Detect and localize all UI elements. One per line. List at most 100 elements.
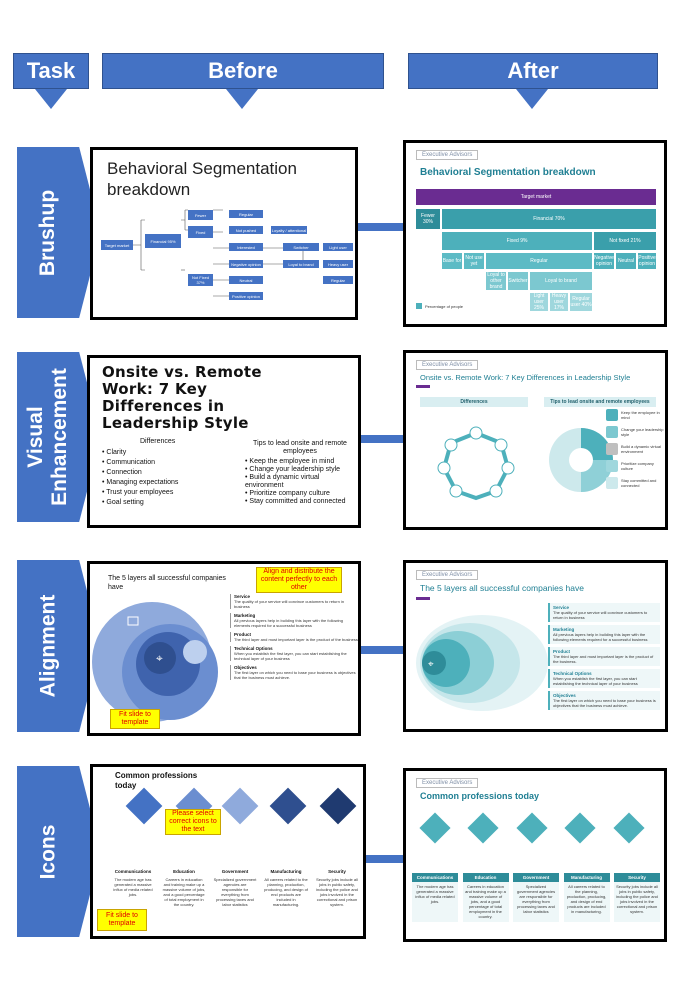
segment: Fewer 30% xyxy=(416,209,440,229)
segment: Financial 70% xyxy=(442,209,656,229)
diamond-icon-government xyxy=(221,787,259,825)
tree-node: Light user xyxy=(323,243,353,251)
tree-node: Positive opinion xyxy=(229,292,263,300)
brushup-before-tree xyxy=(133,209,333,297)
list-item: • Managing expectations xyxy=(102,479,179,486)
brand-tag: Executive Advisors xyxy=(416,778,479,788)
person-icon xyxy=(606,409,618,421)
tree-node: Regular xyxy=(229,210,263,218)
tree-node: Heavy user xyxy=(323,260,353,268)
building-icon xyxy=(606,460,618,472)
segment: Fixed 9% xyxy=(442,232,592,250)
segment: Positive opinion xyxy=(638,253,656,269)
accent-bar xyxy=(416,385,430,388)
tips-heading: Tips to lead onsite and remote employees xyxy=(253,440,347,455)
segment: Not fixed 21% xyxy=(594,232,656,250)
tips-list: Keep the employee in mind Change your le… xyxy=(606,409,665,489)
visual-after-slide: Executive Advisors Onsite vs. Remote Wor… xyxy=(403,350,668,530)
tree-node: Fewer xyxy=(188,210,213,220)
tips-list: • Keep the employee in mind • Change you… xyxy=(245,458,357,506)
before-header: Before xyxy=(102,53,384,89)
row-label-brushup: Brushup xyxy=(17,147,101,318)
brushup-before-title: Behavioral Segmentation breakdown xyxy=(107,159,297,199)
tree-node: Regular xyxy=(323,276,353,284)
diamond-icon-communications xyxy=(419,812,451,844)
tip-item: Change your leadership style xyxy=(606,426,665,438)
segment: Regular xyxy=(486,253,592,269)
differences-list: • Clarity • Communication • Connection •… xyxy=(102,448,178,508)
alignment-before-slide: The 5 layers all successful companies ha… xyxy=(87,561,361,736)
list-item: • Keep the employee in mind xyxy=(245,458,335,465)
diamond-icon-communications xyxy=(125,787,163,825)
visual-after-title: Onsite vs. Remote Work: 7 Key Difference… xyxy=(420,373,631,382)
diamond-icon-manufacturing xyxy=(564,812,596,844)
segment: Regular user 40% xyxy=(570,293,592,311)
note-fit-slide: Fit slide to template xyxy=(110,709,160,729)
tip-item: Stay committed and connected xyxy=(606,477,665,489)
svg-text:⌖: ⌖ xyxy=(428,659,434,670)
differences-ring-diagram xyxy=(437,426,515,501)
handshake-icon xyxy=(606,477,618,489)
tree-node: Target market xyxy=(101,240,133,250)
icons-before-title: Common professions today xyxy=(115,771,198,790)
layer-circles-diagram: ⌖ xyxy=(92,602,218,722)
segment: Neutral xyxy=(616,253,636,269)
accent-bar xyxy=(416,597,430,600)
list-item: • Goal setting xyxy=(102,499,144,506)
tree-node: Loyalty / attentional xyxy=(271,226,307,234)
row-label-icons: Icons xyxy=(17,766,101,937)
tip-item: Keep the employee in mind xyxy=(606,409,665,421)
legend-label: Percentage of people xyxy=(425,304,464,309)
note-select-icons: Please select correct icons to the text xyxy=(165,809,221,835)
legend-swatch xyxy=(416,303,422,309)
diamond-icon-government xyxy=(516,812,548,844)
brand-tag: Executive Advisors xyxy=(416,570,479,580)
icons-after-title: Common professions today xyxy=(420,791,540,801)
brushup-before-slide: Behavioral Segmentation breakdown Target… xyxy=(90,147,358,320)
tip-item: Build a dynamic virtual environment xyxy=(606,443,665,455)
brand-tag: Executive Advisors xyxy=(416,150,479,160)
tree-node: Loyal to brand xyxy=(283,260,319,268)
task-down-arrow xyxy=(35,89,67,109)
refresh-icon xyxy=(606,426,618,438)
tree-node: Financial 95% xyxy=(145,234,181,248)
segment: Switcher xyxy=(508,272,528,290)
after-header: After xyxy=(408,53,658,89)
tree-node: Not Fixed 37% xyxy=(188,274,213,286)
segment: Heavy user 17% xyxy=(550,293,568,311)
layer-circles-diagram: ⌖ xyxy=(416,615,548,711)
icons-after-slide: Executive Advisors Common professions to… xyxy=(403,768,667,942)
tree-node: Negative opinion xyxy=(229,260,263,268)
note-fit-slide: Fit slide to template xyxy=(97,909,147,931)
brushup-after-slide: Executive Advisors Behavioral Segmentati… xyxy=(403,140,667,327)
diamond-icon-education xyxy=(467,812,499,844)
segment: Loyal to brand xyxy=(530,272,592,290)
task-header: Task xyxy=(13,53,89,89)
tree-node: Neutral xyxy=(229,276,263,284)
tip-item: Prioritize company culture xyxy=(606,460,665,472)
connector-brushup xyxy=(358,223,404,231)
tree-node: Interested xyxy=(229,243,263,251)
connector-icons xyxy=(366,855,403,863)
differences-heading: Differences xyxy=(140,438,176,445)
after-down-arrow xyxy=(516,89,548,109)
connector-alignment xyxy=(361,646,403,654)
list-item: • Connection xyxy=(102,469,142,476)
list-item: • Stay committed and connected xyxy=(245,498,346,505)
